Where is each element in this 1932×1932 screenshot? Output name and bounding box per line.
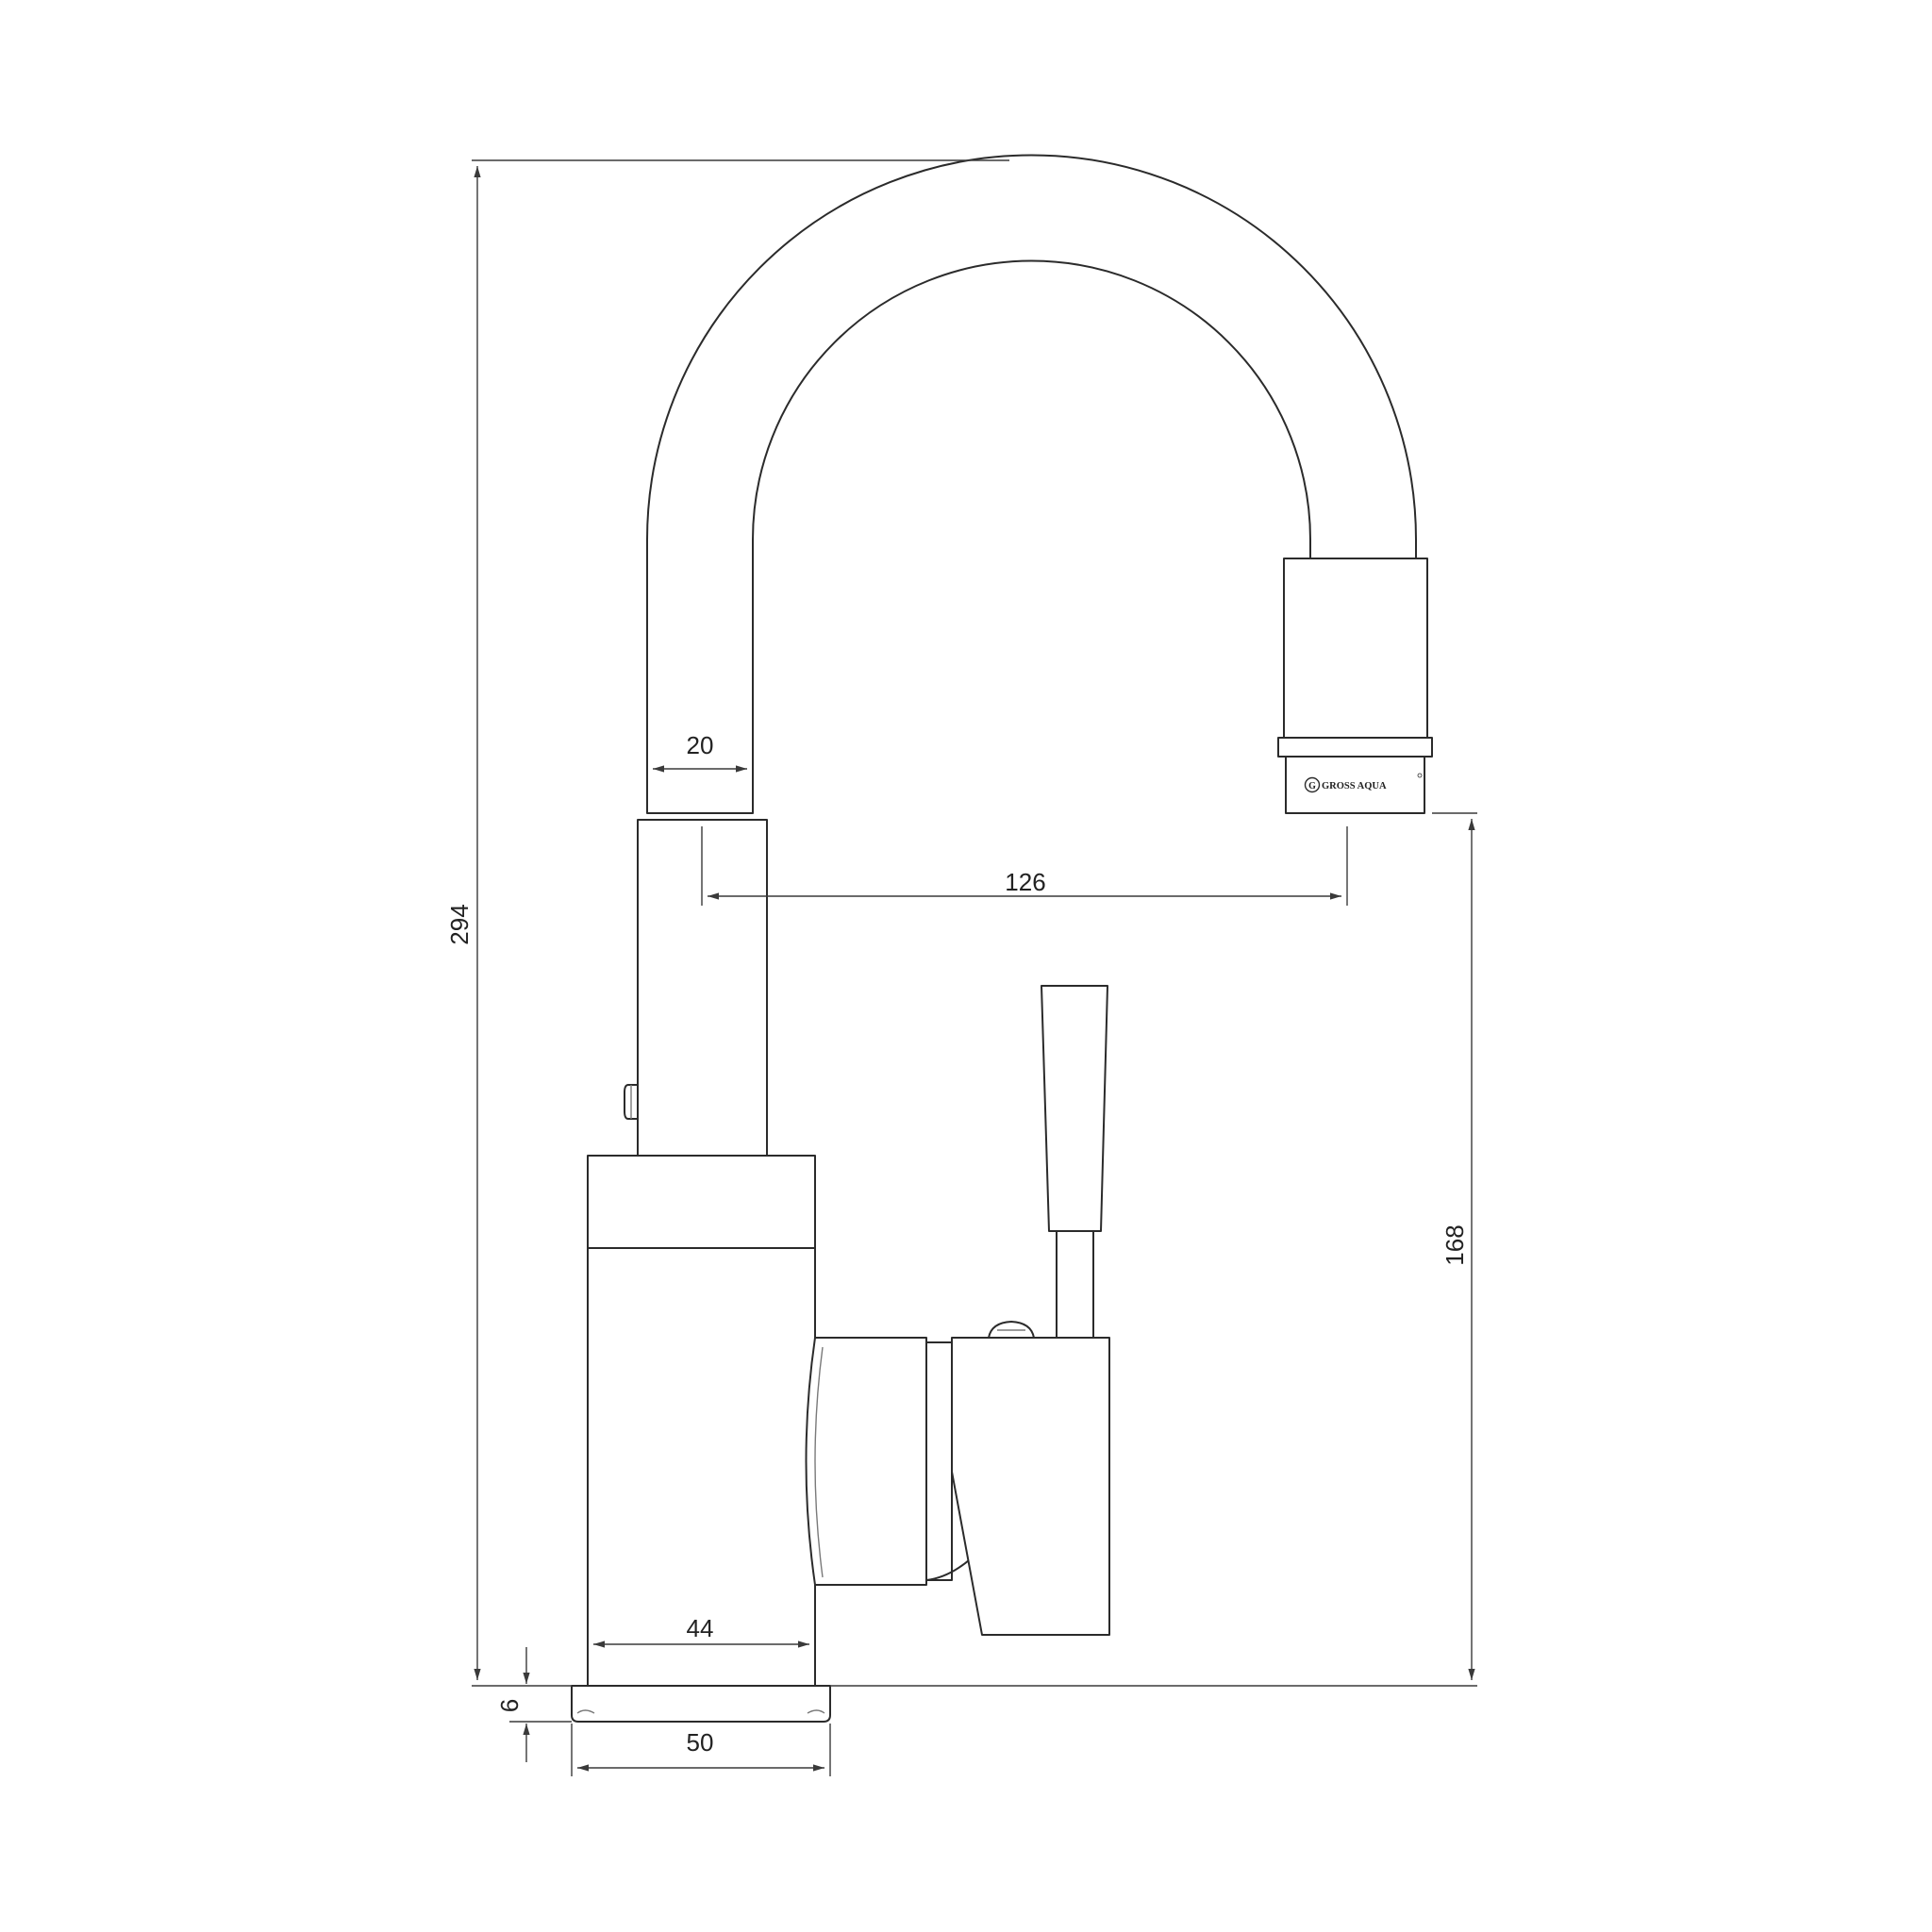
dimension-spout-diameter: 20 — [653, 731, 747, 773]
dim-spout-reach-label: 126 — [1005, 868, 1045, 896]
brand-logo: G GROSS AQUA — [1304, 773, 1423, 793]
brand-name: GROSS AQUA — [1322, 781, 1387, 791]
dim-spout-diameter-label: 20 — [687, 731, 714, 759]
faucet-body — [587, 1155, 824, 1687]
dim-outlet-height-label: 168 — [1441, 1224, 1469, 1265]
dimension-spout-reach: 126 — [701, 826, 1348, 906]
lever-handle — [951, 985, 1110, 1636]
dimension-base-thickness: 6 — [495, 1647, 572, 1762]
dim-total-height-label: 294 — [445, 904, 474, 944]
dimension-total-height: 294 — [445, 159, 1009, 1687]
dim-base-width-label: 50 — [687, 1728, 714, 1757]
spout-nozzle: G GROSS AQUA — [1277, 558, 1433, 814]
spout — [646, 154, 1417, 814]
dimension-lines: 294 20 126 168 44 — [445, 159, 1477, 1776]
button-knob — [624, 1084, 639, 1120]
dimension-outlet-height: 168 — [830, 812, 1477, 1687]
dim-body-width-label: 44 — [687, 1614, 714, 1642]
dimension-body-width: 44 — [593, 1614, 809, 1648]
dim-base-thickness-label: 6 — [495, 1699, 524, 1712]
dimension-base-width: 50 — [571, 1724, 831, 1776]
faucet-outline: G GROSS AQUA — [571, 154, 1433, 1723]
brand-mark: G — [1308, 781, 1316, 791]
base-plate — [571, 1685, 831, 1723]
